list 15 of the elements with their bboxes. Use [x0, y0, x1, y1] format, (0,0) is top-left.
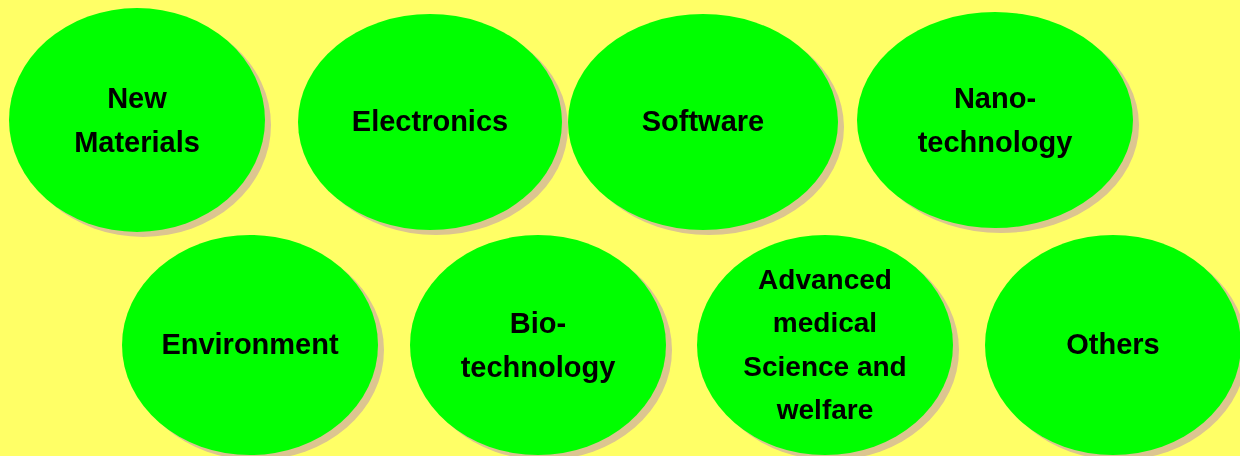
topic-label: Software — [640, 104, 766, 140]
topic-ellipse — [9, 8, 271, 238]
topic-ellipse — [298, 14, 568, 236]
topic-ellipse — [857, 12, 1139, 234]
topic-label: Bio- technology — [459, 305, 617, 385]
topic-label: Nano- technology — [916, 80, 1074, 160]
topic-label: Environment — [160, 327, 340, 363]
topic-ellipse — [568, 14, 844, 236]
topic-label: Others — [1065, 327, 1161, 363]
topic-label: New Materials — [73, 80, 201, 159]
topic-ellipse — [410, 235, 672, 456]
topic-label: Advanced medical Science and welfare — [742, 263, 908, 428]
topic-ellipse — [122, 235, 384, 456]
topic-ellipse — [697, 235, 959, 456]
topic-label: Electronics — [350, 104, 510, 140]
